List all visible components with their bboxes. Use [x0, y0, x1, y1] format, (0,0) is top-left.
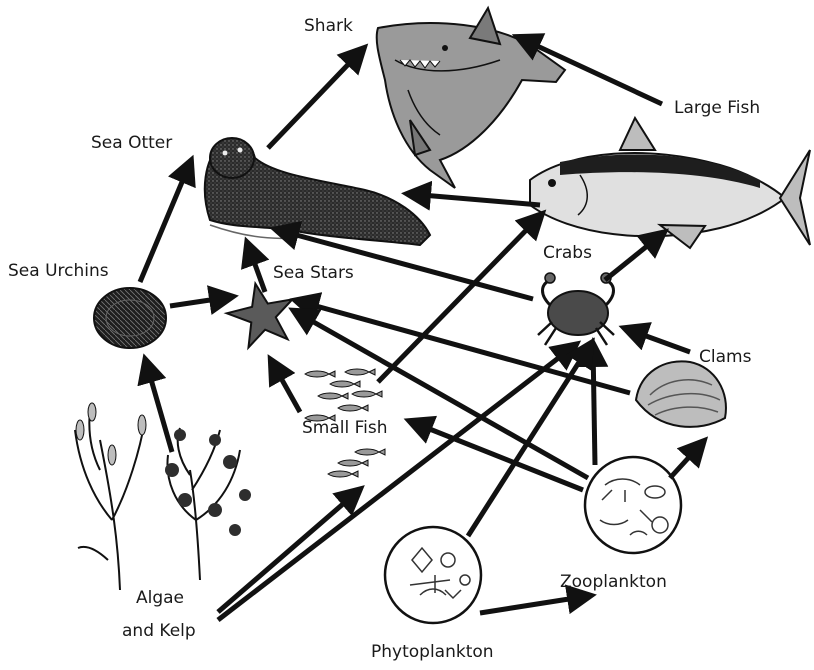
label-sea-urchins: Sea Urchins — [8, 261, 109, 281]
arrow-crabs-to-large-fish — [605, 234, 662, 280]
label-clams: Clams — [699, 347, 752, 367]
label-algae: Algae — [136, 588, 184, 608]
phytoplankton-icon — [385, 527, 481, 623]
crab-icon — [538, 273, 614, 345]
label-large-fish: Large Fish — [674, 98, 760, 118]
label-crabs: Crabs — [543, 243, 592, 263]
sea-otter-icon — [205, 138, 430, 245]
label-zooplankton: Zooplankton — [560, 572, 667, 592]
arrow-algae-to-sea-urchins — [146, 362, 172, 452]
label-sea-otter: Sea Otter — [91, 133, 172, 153]
label-sea-stars: Sea Stars — [273, 263, 354, 283]
arrow-large-fish-to-sea-otter — [410, 194, 540, 205]
arrow-zooplankton-to-crabs — [593, 346, 595, 465]
label-small-fish: Small Fish — [302, 418, 388, 438]
arrow-algae-to-small-fish — [218, 491, 358, 612]
arrow-zooplankton-to-clams — [670, 443, 702, 478]
arrow-small-fish-to-sea-stars — [272, 362, 300, 412]
arrow-sea-urchins-to-sea-otter — [140, 163, 190, 282]
shark-icon — [377, 8, 565, 188]
arrow-sea-otter-to-shark — [268, 50, 362, 148]
arrow-clams-to-crabs — [627, 329, 690, 352]
clam-icon — [636, 361, 726, 427]
zooplankton-icon — [585, 457, 681, 553]
algae-kelp-icon — [75, 403, 251, 590]
arrow-phytoplankton-to-crabs — [468, 345, 590, 536]
label-phytoplankton: Phytoplankton — [371, 642, 494, 662]
arrow-phytoplankton-to-zooplankton — [480, 596, 588, 613]
label-and-kelp: and Kelp — [122, 621, 196, 641]
large-fish-icon — [530, 118, 810, 248]
label-shark: Shark — [304, 16, 353, 36]
arrow-sea-urchins-to-sea-stars — [170, 297, 230, 306]
arrow-zooplankton-to-small-fish — [412, 422, 583, 490]
sea-urchin-icon — [94, 288, 166, 348]
